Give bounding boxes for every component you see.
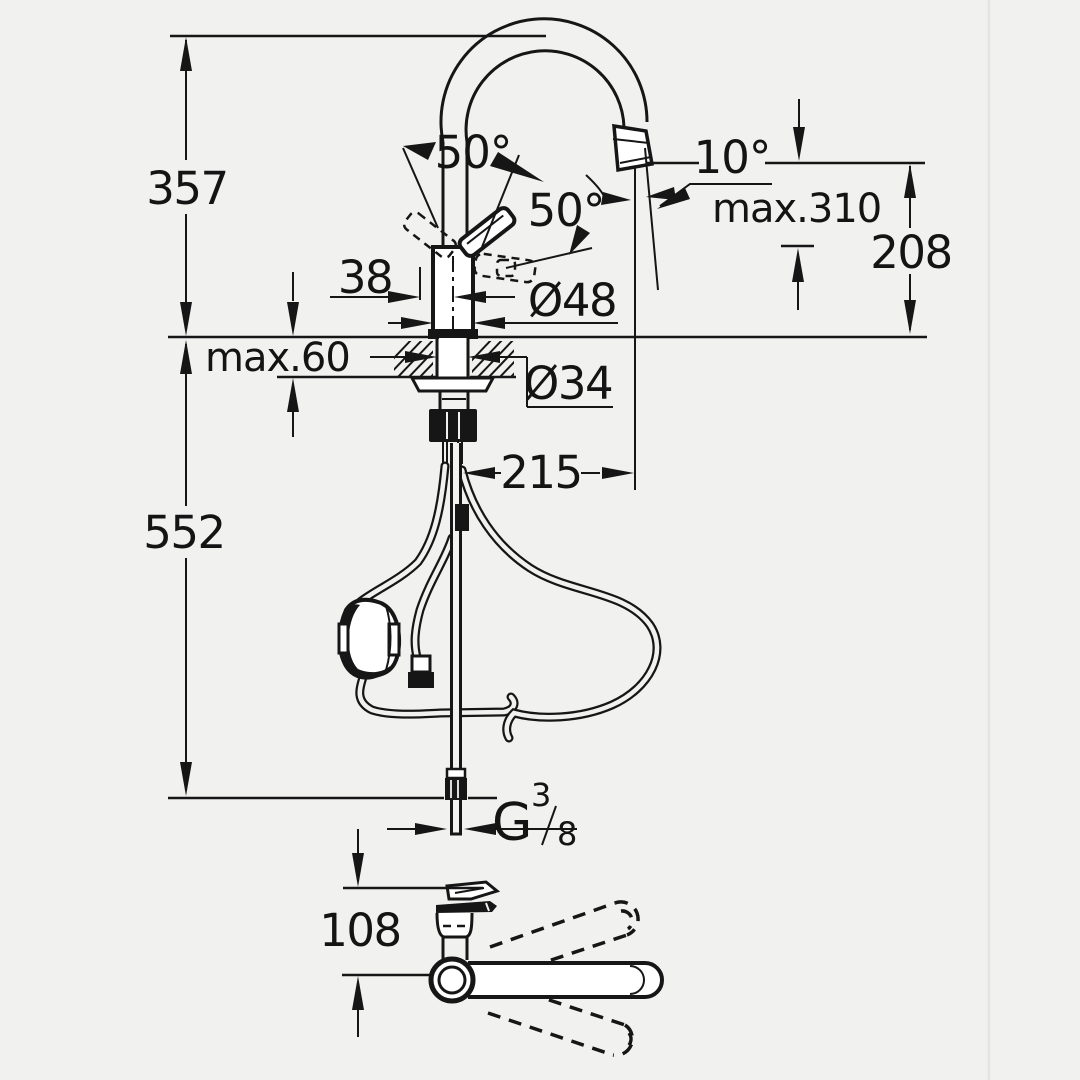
dim-10: 10°: [585, 131, 925, 291]
dim-10-label: 10°: [694, 131, 771, 184]
dim-max310-label: max.310: [712, 186, 881, 232]
base-ring-outer: [428, 956, 476, 1004]
hose-assembly: [337, 443, 662, 836]
body-base-ring: [428, 329, 478, 339]
dim-208-label: 208: [870, 226, 951, 279]
handle-plan: [435, 880, 501, 960]
hose-connector: [455, 504, 469, 531]
dim-max310: max.310: [657, 99, 882, 310]
lever-dashed-left: [402, 211, 458, 259]
dim-d48-label: Ø48: [528, 274, 616, 327]
dim-50-left-label: 50°: [435, 126, 512, 179]
outlet-axis-line: [644, 147, 659, 291]
dim-357: 357: [146, 34, 546, 336]
spout-dashed-up: [489, 900, 640, 969]
thread-g-label: G: [492, 793, 532, 853]
dim-215: 215: [463, 168, 636, 499]
dim-552: 552: [143, 340, 497, 800]
spout-inner-arc: [464, 49, 626, 143]
arrow-up: [180, 37, 192, 71]
hose-weight: [337, 597, 402, 680]
thread-numerator: 3: [531, 776, 551, 814]
dim-208: 208: [870, 164, 953, 334]
dim-108-label: 108: [319, 904, 400, 957]
thread-denominator: 8: [557, 815, 577, 853]
spout-outer-arc: [439, 17, 649, 143]
pullout-hose-fitting: [445, 767, 467, 780]
dim-50-right-label: 50°: [528, 184, 605, 237]
dim-357-label: 357: [146, 162, 227, 215]
spout-plan-solid: [468, 961, 664, 999]
spout-dashed-down: [487, 991, 635, 1057]
dim-d48: Ø48: [388, 274, 618, 329]
dim-552-label: 552: [143, 506, 224, 559]
arrow-down: [180, 302, 192, 336]
dim-max60: max.60: [205, 272, 437, 437]
dim-38: 38: [330, 251, 515, 304]
mounting-flange: [409, 376, 496, 393]
dim-215-label: 215: [500, 446, 581, 499]
dim-max60-label: max.60: [205, 335, 350, 381]
dim-d34: Ø34: [370, 351, 614, 410]
mounting-nut: [429, 409, 477, 442]
dim-50-left: 50°: [402, 126, 544, 248]
lever-dashed-right: [473, 252, 537, 284]
thread-fraction-slash: [541, 805, 557, 846]
dim-thread: G 3 8: [387, 776, 577, 853]
dim-d34-label: Ø34: [524, 357, 612, 410]
base-ring-inner: [437, 965, 467, 995]
dim-108: 108: [319, 829, 483, 1037]
middle-hose-fitting: [410, 654, 432, 674]
dim-38-label: 38: [338, 251, 392, 304]
faucet-plan-view: [428, 880, 664, 1057]
dim-50-right: 50°: [505, 184, 605, 269]
lever-dashed-right-detail: [495, 258, 517, 278]
